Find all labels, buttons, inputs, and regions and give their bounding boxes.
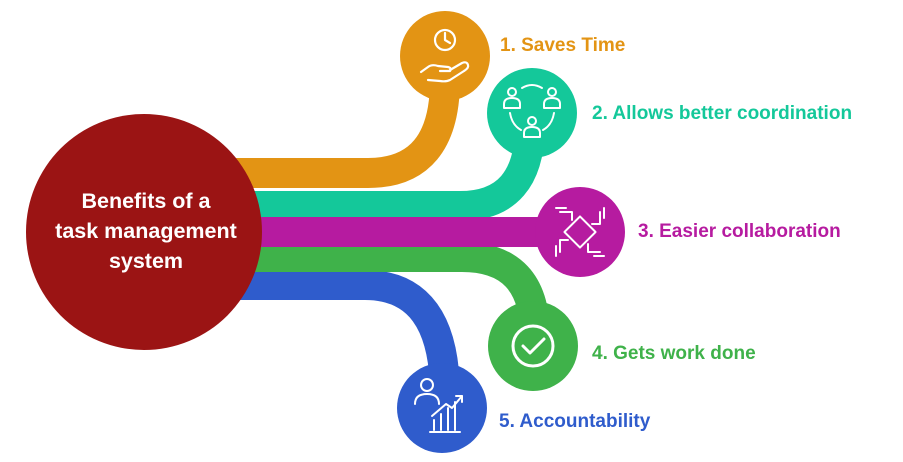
- hub-title-line-3: system: [108, 249, 184, 273]
- hub-title-line-2: task management: [55, 219, 237, 243]
- benefit-label-2: 2. Allows better coordination: [592, 103, 853, 124]
- benefit-label-4: 4. Gets work done: [592, 343, 756, 364]
- node-4-circle: [488, 301, 578, 391]
- benefit-label-5: 5. Accountability: [499, 411, 651, 432]
- person-growth-chart-icon: [414, 378, 463, 433]
- handshake-icon: [555, 207, 605, 257]
- benefit-label-3: 3. Easier collaboration: [638, 221, 841, 242]
- node-1-circle: [400, 11, 490, 101]
- team-network-icon: [503, 84, 561, 138]
- node-2-circle: [487, 68, 577, 158]
- hub-title: Benefits of a task management system: [28, 186, 264, 276]
- hub-circle: [26, 114, 262, 350]
- hub-title-line-1: Benefits of a: [81, 189, 211, 213]
- hand-clock-icon: [419, 28, 470, 83]
- benefit-label-1: 1. Saves Time: [500, 35, 626, 56]
- node-3-circle: [535, 187, 625, 277]
- check-circle-icon: [511, 324, 555, 368]
- connector-1: [200, 79, 460, 188]
